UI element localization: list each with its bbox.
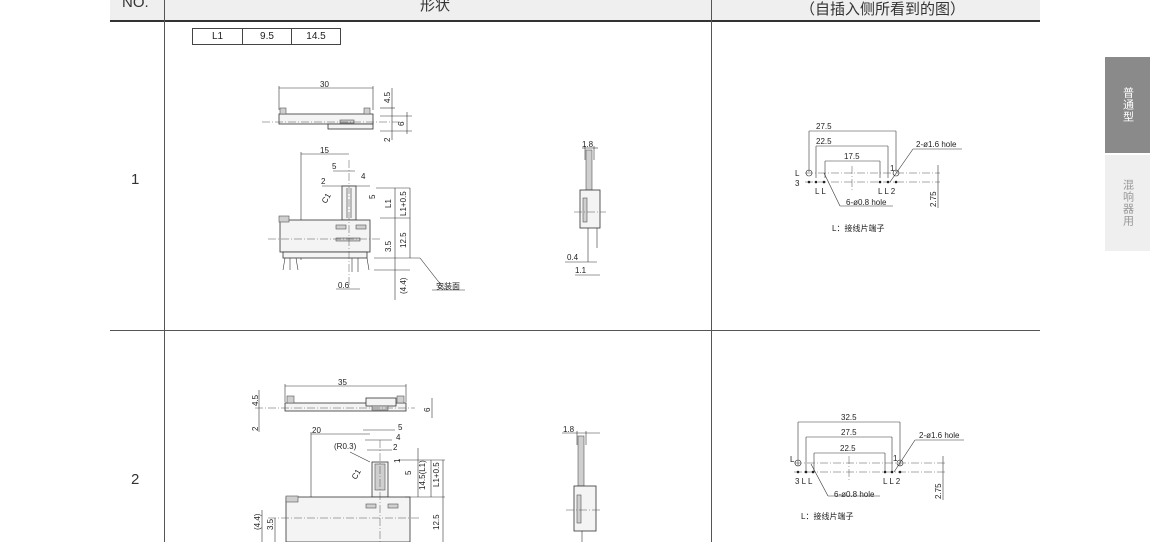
row1-pcb-layout [805,130,962,208]
row-divider [110,330,1040,331]
dim-label: 3.5 [384,240,393,252]
dim-label: L1+0.5 [399,191,408,216]
row1-top-view [262,86,412,140]
dim-label: L1 [384,199,393,208]
pin-label: L [790,455,795,464]
dim-label: 22.5 [816,137,832,146]
dim-label: 2.75 [934,483,943,499]
dim-label: 2 [321,177,326,186]
dim-label: 27.5 [816,122,832,131]
dim-label: 14.5(L1) [418,460,427,490]
pin-label: 3 L L [795,477,813,486]
l1-value: 9.5 [243,29,292,44]
l1-label: L1 [193,29,243,44]
pin-label: 1 [893,454,898,463]
dim-label: 32.5 [841,413,857,422]
dim-label: 17.5 [844,152,860,161]
dim-label: 6 [397,121,406,126]
row-number: 2 [131,471,140,488]
row1-side-view [565,146,606,276]
dim-label: 1.1 [575,266,587,275]
hole-callout: 6-ø0.8 hole [834,490,875,499]
l1-dimension-table: L1 9.5 14.5 [192,28,341,45]
dim-label: C1 [320,191,333,205]
dim-label: 4.5 [383,91,392,103]
dim-label: 12.5 [432,514,441,530]
header-no: NO. [122,0,149,11]
dim-label: 6 [423,407,432,412]
dim-label: 35 [338,378,347,387]
pin-label: L [795,169,800,178]
dim-label: (4.4) [253,513,262,530]
dim-label: 4 [361,172,366,181]
column-divider [711,0,712,542]
row-number: 1 [131,171,140,188]
row2-pcb-layout [794,421,964,500]
hole-callout: 2-ø1.6 hole [916,140,957,149]
dim-label: 0.6 [338,281,350,290]
header-view: （自插入侧所看到的图） [800,1,966,18]
pin-label: L L 2 [878,187,896,196]
dim-label: 20 [312,426,321,435]
terminal-note: L：接线片端子 [832,223,884,233]
column-divider [164,0,165,542]
dim-label: 1.8 [563,425,575,434]
header-shape: 形状 [420,0,451,14]
dim-label: 1.8 [582,140,594,149]
dim-label: 5 [368,194,377,199]
dim-label: 1 [393,458,402,463]
row1-front-view [268,152,465,300]
dim-label: (4.4) [399,277,408,294]
dim-label: C1 [350,467,363,481]
radius-label: (R0.3) [334,442,357,451]
tab-standard[interactable]: 普通型 [1105,57,1150,153]
pin-label: L L [815,187,826,196]
dim-label: 22.5 [840,444,856,453]
l1-value: 14.5 [306,31,326,42]
row2-top-view [255,384,433,432]
table-header: NO. 形状 （自插入侧所看到的图） [110,0,1040,22]
row2-side-view [562,431,602,542]
dim-label: 2 [393,443,398,452]
dim-label: 2 [251,426,260,431]
dim-label: L1+0.5 [432,462,441,487]
dim-label: 12.5 [399,232,408,248]
dim-label: 27.5 [841,428,857,437]
dim-label: 2 [383,137,392,142]
dim-label: 3.5 [266,518,275,530]
dim-label: 0.4 [567,253,579,262]
dim-label: 2.75 [929,191,938,207]
dim-label: 15 [320,146,329,155]
dim-label: 30 [320,80,329,89]
dim-label: 4 [396,433,401,442]
row2-front-view [261,429,445,542]
tab-reverb[interactable]: 混响器用 [1105,155,1150,251]
pin-label: L L 2 [883,477,901,486]
hole-callout: 6-ø0.8 hole [846,198,887,207]
hole-callout: 2-ø1.6 hole [919,431,960,440]
dim-label: 5 [398,423,403,432]
pin-label: 3 [795,179,800,188]
dim-label: 4.5 [251,394,260,406]
dim-label: 5 [332,162,337,171]
terminal-note: L：接线片端子 [801,511,853,521]
pin-label: 1 [890,164,895,173]
dim-label: 5 [404,470,413,475]
mount-surface-label: 安装面 [436,281,460,291]
